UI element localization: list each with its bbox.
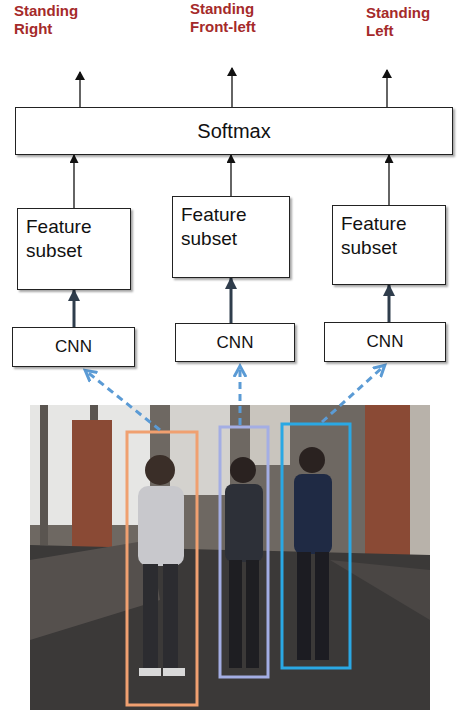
connector-arrow <box>230 155 231 196</box>
feature-box: Feature subset <box>172 196 290 278</box>
connector-arrow <box>73 155 74 208</box>
connector-arrow <box>388 285 391 322</box>
photo <box>30 405 430 710</box>
node-text: CNN <box>55 336 92 357</box>
node-text: CNN <box>217 332 254 353</box>
node-text: Feature subset <box>181 203 281 251</box>
node-text: Feature subset <box>341 212 437 260</box>
dashed-arrows <box>86 366 384 430</box>
node-text: Softmax <box>197 119 270 144</box>
class-label: Standing Right <box>14 2 104 38</box>
feature-box: Feature subset <box>332 205 446 285</box>
feature-box: Feature subset <box>17 208 131 290</box>
class-label: Standing Left <box>366 4 456 40</box>
node-text: CNN <box>367 331 404 352</box>
softmax-box: Softmax <box>15 107 453 155</box>
cnn-box: CNN <box>324 322 446 362</box>
connector-arrow <box>388 155 389 205</box>
class-label: Standing Front-left <box>190 0 280 36</box>
cnn-box: CNN <box>175 323 295 362</box>
connector-arrow <box>73 290 76 327</box>
connector-arrow <box>230 278 233 323</box>
cnn-box: CNN <box>12 327 135 367</box>
node-text: Feature subset <box>26 215 122 263</box>
output-arrows <box>80 68 387 107</box>
